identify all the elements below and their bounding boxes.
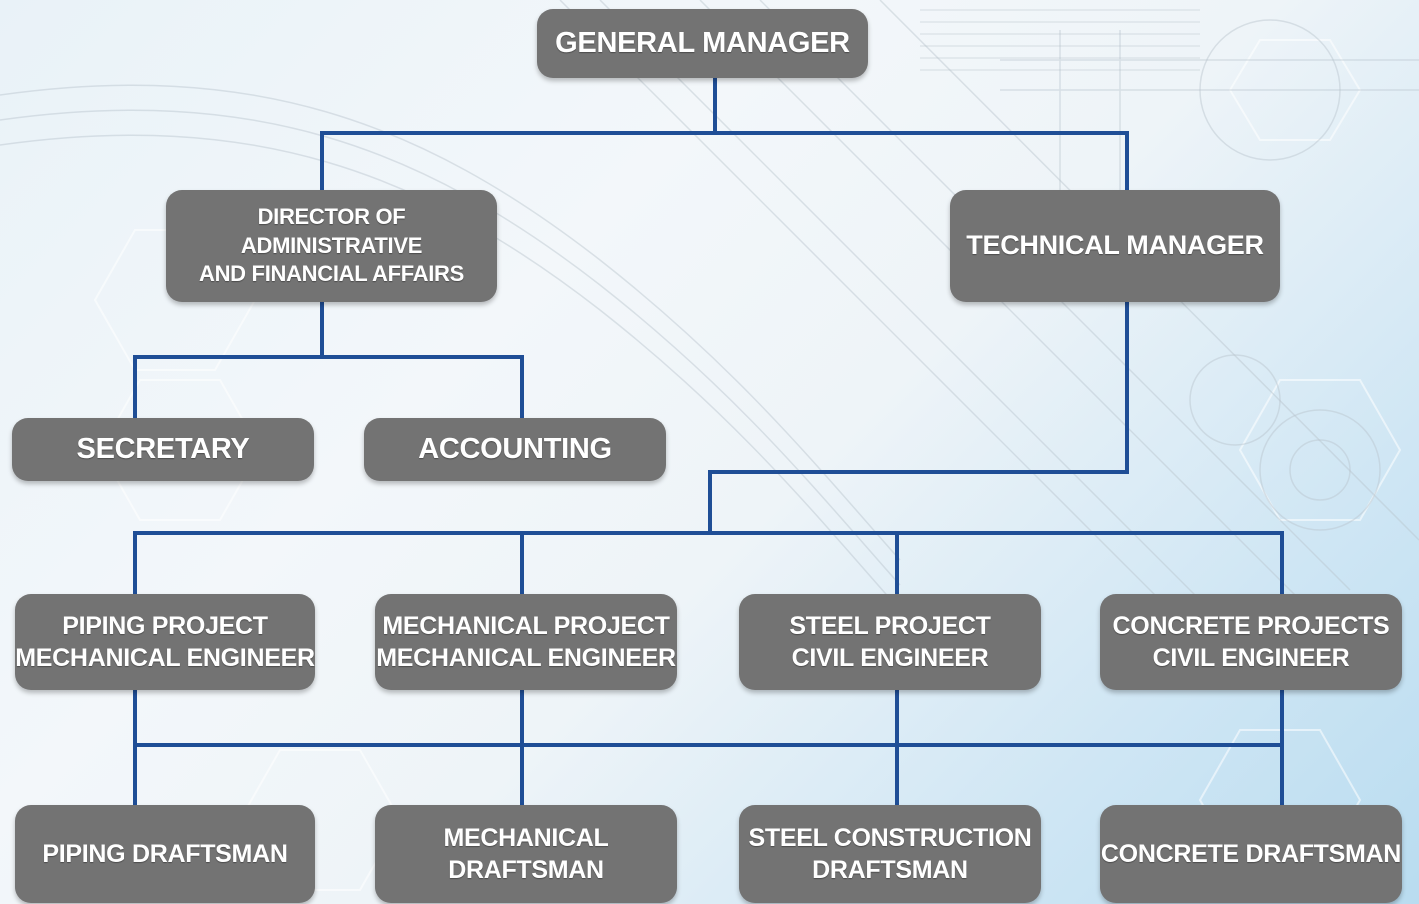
- accounting-box: ACCOUNTING: [364, 418, 666, 481]
- director-label: DIRECTOR OF ADMINISTRATIVE AND FINANCIAL…: [198, 204, 465, 287]
- piping-draftsman-box: PIPING DRAFTSMAN: [15, 805, 315, 903]
- general-manager-label: GENERAL MANAGER: [555, 26, 850, 59]
- steel-draftsman-box: STEEL CONSTRUCTION DRAFTSMAN: [739, 805, 1041, 903]
- piping-engineer-label: PIPING PROJECT MECHANICAL ENGINEER: [15, 611, 315, 673]
- mechanical-draftsman-label: MECHANICAL DRAFTSMAN: [443, 823, 609, 885]
- mechanical-draftsman-box: MECHANICAL DRAFTSMAN: [375, 805, 677, 903]
- secretary-box: SECRETARY: [12, 418, 314, 481]
- accounting-label: ACCOUNTING: [418, 432, 612, 465]
- concrete-draftsman-label: CONCRETE DRAFTSMAN: [1100, 839, 1402, 868]
- general-manager-box: GENERAL MANAGER: [537, 9, 868, 78]
- connector-technical: [133, 300, 1284, 596]
- connector-director: [133, 300, 524, 420]
- concrete-engineer-box: CONCRETE PROJECTS CIVIL ENGINEER: [1100, 594, 1402, 690]
- piping-draftsman-label: PIPING DRAFTSMAN: [42, 839, 288, 868]
- piping-engineer-box: PIPING PROJECT MECHANICAL ENGINEER: [15, 594, 315, 690]
- mechanical-engineer-box: MECHANICAL PROJECT MECHANICAL ENGINEER: [375, 594, 677, 690]
- steel-engineer-box: STEEL PROJECT CIVIL ENGINEER: [739, 594, 1041, 690]
- concrete-engineer-label: CONCRETE PROJECTS CIVIL ENGINEER: [1112, 611, 1390, 673]
- technical-manager-label: TECHNICAL MANAGER: [966, 230, 1264, 261]
- steel-engineer-label: STEEL PROJECT CIVIL ENGINEER: [789, 611, 991, 673]
- concrete-draftsman-box: CONCRETE DRAFTSMAN: [1100, 805, 1402, 903]
- mechanical-engineer-label: MECHANICAL PROJECT MECHANICAL ENGINEER: [376, 611, 676, 673]
- connector-engineers: [133, 688, 1284, 807]
- director-box: DIRECTOR OF ADMINISTRATIVE AND FINANCIAL…: [166, 190, 497, 302]
- technical-manager-box: TECHNICAL MANAGER: [950, 190, 1280, 302]
- steel-draftsman-label: STEEL CONSTRUCTION DRAFTSMAN: [748, 823, 1032, 885]
- connector-gm: [320, 76, 1129, 192]
- secretary-label: SECRETARY: [76, 432, 250, 465]
